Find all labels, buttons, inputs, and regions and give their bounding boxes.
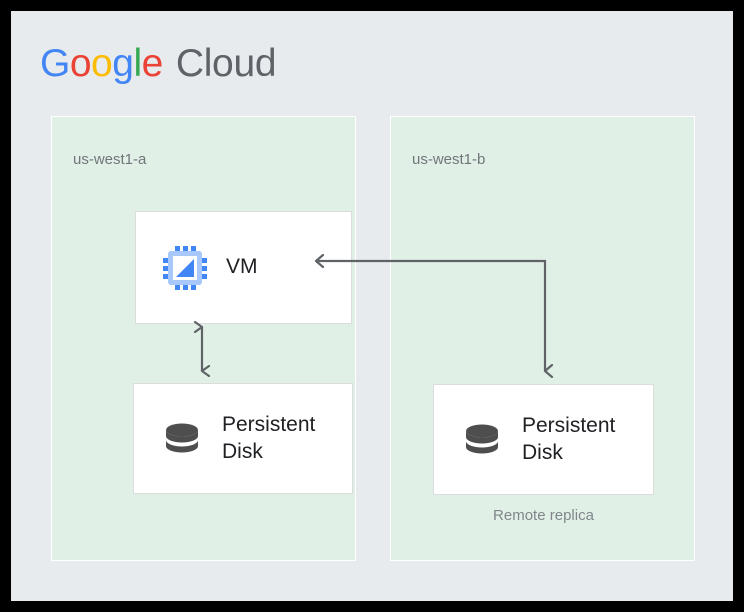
logo-letter-e: e [141,41,164,85]
logo-letter-o2: o [91,41,113,85]
logo-letter-l: l [133,41,142,85]
logo-letter-o1: o [69,41,92,85]
persistent-disk-box-primary[interactable]: Persistent Disk [133,383,353,494]
database-icon [460,418,504,462]
database-icon [160,417,204,461]
zone-label-us-west1-a: us-west1-a [73,151,147,168]
persistent-disk-box-replica[interactable]: Persistent Disk [433,384,654,495]
persistent-disk-label-replica: Persistent Disk [522,413,616,464]
persistent-disk-label-primary: Persistent Disk [222,412,316,463]
zone-label-us-west1-b: us-west1-b [412,151,486,168]
cpu-icon [162,245,208,291]
logo-cloud-text: Cloud [175,41,277,85]
logo-letter-g2: g [112,41,134,85]
diagram-canvas: G o o g l e Cloud us-west1-a [11,11,733,601]
vm-box[interactable]: VM [135,211,352,324]
logo-letter-g1: G [40,41,70,85]
remote-replica-caption: Remote replica [493,507,594,524]
zone-panel-us-west1-b: us-west1-b Persistent Disk Remote replic… [390,116,695,561]
vm-label: VM [226,255,258,279]
zone-panel-us-west1-a: us-west1-a [51,116,356,561]
google-cloud-logo: G o o g l e Cloud [40,40,277,86]
